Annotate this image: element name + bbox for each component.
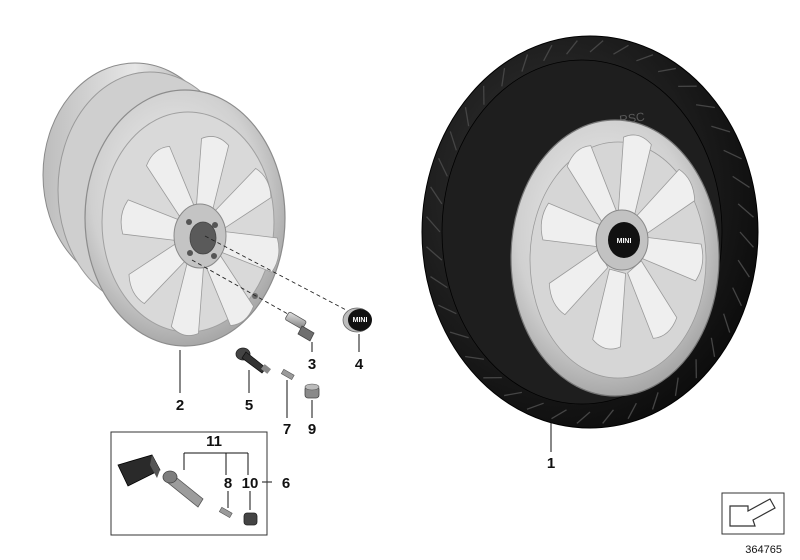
assembly-lines	[191, 235, 351, 319]
tread-groove	[543, 44, 553, 62]
rim-drawing	[42, 62, 286, 347]
spoke-shape	[213, 167, 272, 230]
callout-2: 2	[176, 397, 184, 414]
callout-10: 10	[242, 475, 259, 492]
tread-groove	[576, 411, 591, 424]
callout-9: 9	[308, 421, 316, 438]
callout-4: 4	[355, 356, 364, 373]
spoke-shape	[220, 231, 280, 273]
spoke-shape	[566, 145, 617, 224]
tread-groove	[695, 104, 715, 109]
tread-groove	[503, 391, 523, 397]
tread-groove	[723, 313, 731, 333]
wheel-bolt-part	[285, 311, 315, 342]
tread-groove	[501, 68, 506, 87]
callout-7: 7	[283, 421, 291, 438]
tread-groove	[465, 355, 485, 360]
valve-part	[235, 347, 271, 374]
leader-lines	[179, 334, 552, 510]
callout-labels: 2 3 4 5 7 9 1 11 8 10 6	[176, 356, 555, 492]
callout-3: 3	[308, 356, 316, 373]
tread-groove	[627, 402, 637, 420]
valve-core-part	[280, 368, 295, 381]
tread-groove	[737, 259, 750, 278]
tread-groove	[732, 287, 743, 307]
callout-11: 11	[206, 433, 222, 450]
tread-groove	[521, 54, 529, 72]
tread-groove	[566, 40, 578, 55]
tread-groove	[710, 337, 716, 358]
tread-groove	[430, 276, 448, 289]
tread-groove	[651, 392, 659, 410]
cap-logo-text: MINI	[353, 317, 368, 324]
callout-1: 1	[547, 455, 555, 472]
tread-groove	[732, 175, 750, 188]
tread-groove	[426, 216, 441, 233]
callout-6: 6	[282, 475, 290, 492]
tread-groove	[723, 149, 742, 160]
tread-groove	[711, 125, 731, 133]
spoke-shape	[592, 268, 627, 350]
part-number-text: 364765	[745, 544, 782, 556]
spoke-shape	[120, 199, 180, 241]
spoke-shape	[627, 260, 678, 339]
tread-groove	[449, 331, 469, 339]
spoke-shape	[146, 145, 195, 219]
tread-groove	[437, 157, 448, 177]
tread-groove	[430, 186, 443, 205]
spoke-shape	[128, 242, 187, 305]
spoke-shape	[170, 261, 205, 336]
callout-8: 8	[224, 475, 232, 492]
reference-symbol	[721, 492, 785, 535]
hub-logo-text: MINI	[617, 238, 632, 245]
tread-groove	[526, 402, 544, 410]
tread-groove	[739, 231, 754, 248]
tread-groove	[657, 67, 677, 73]
spoke-shape	[195, 136, 230, 211]
tread-groove	[551, 409, 567, 420]
spoke-shape	[205, 253, 254, 327]
spoke-shape	[617, 134, 652, 216]
tread-groove	[737, 203, 754, 218]
tread-groove	[464, 106, 470, 127]
tpms-kit-box	[110, 431, 268, 536]
spoke-shape	[642, 236, 704, 282]
spoke-shape	[635, 168, 696, 236]
complete-wheel-drawing: RSC MINI	[421, 35, 759, 429]
tread-groove	[674, 377, 679, 396]
spoke-shape	[540, 202, 602, 248]
hub-cap-part: MINI	[342, 307, 372, 333]
tread-groove	[613, 44, 629, 55]
tread-groove	[426, 246, 443, 261]
valve-cap-part	[304, 383, 320, 399]
tread-groove	[589, 40, 604, 53]
spoke-shape	[548, 248, 609, 316]
tread-groove	[449, 131, 457, 151]
tread-groove	[438, 304, 457, 315]
tread-groove	[636, 54, 654, 62]
callout-5: 5	[245, 397, 253, 414]
tread-groove	[602, 409, 614, 424]
